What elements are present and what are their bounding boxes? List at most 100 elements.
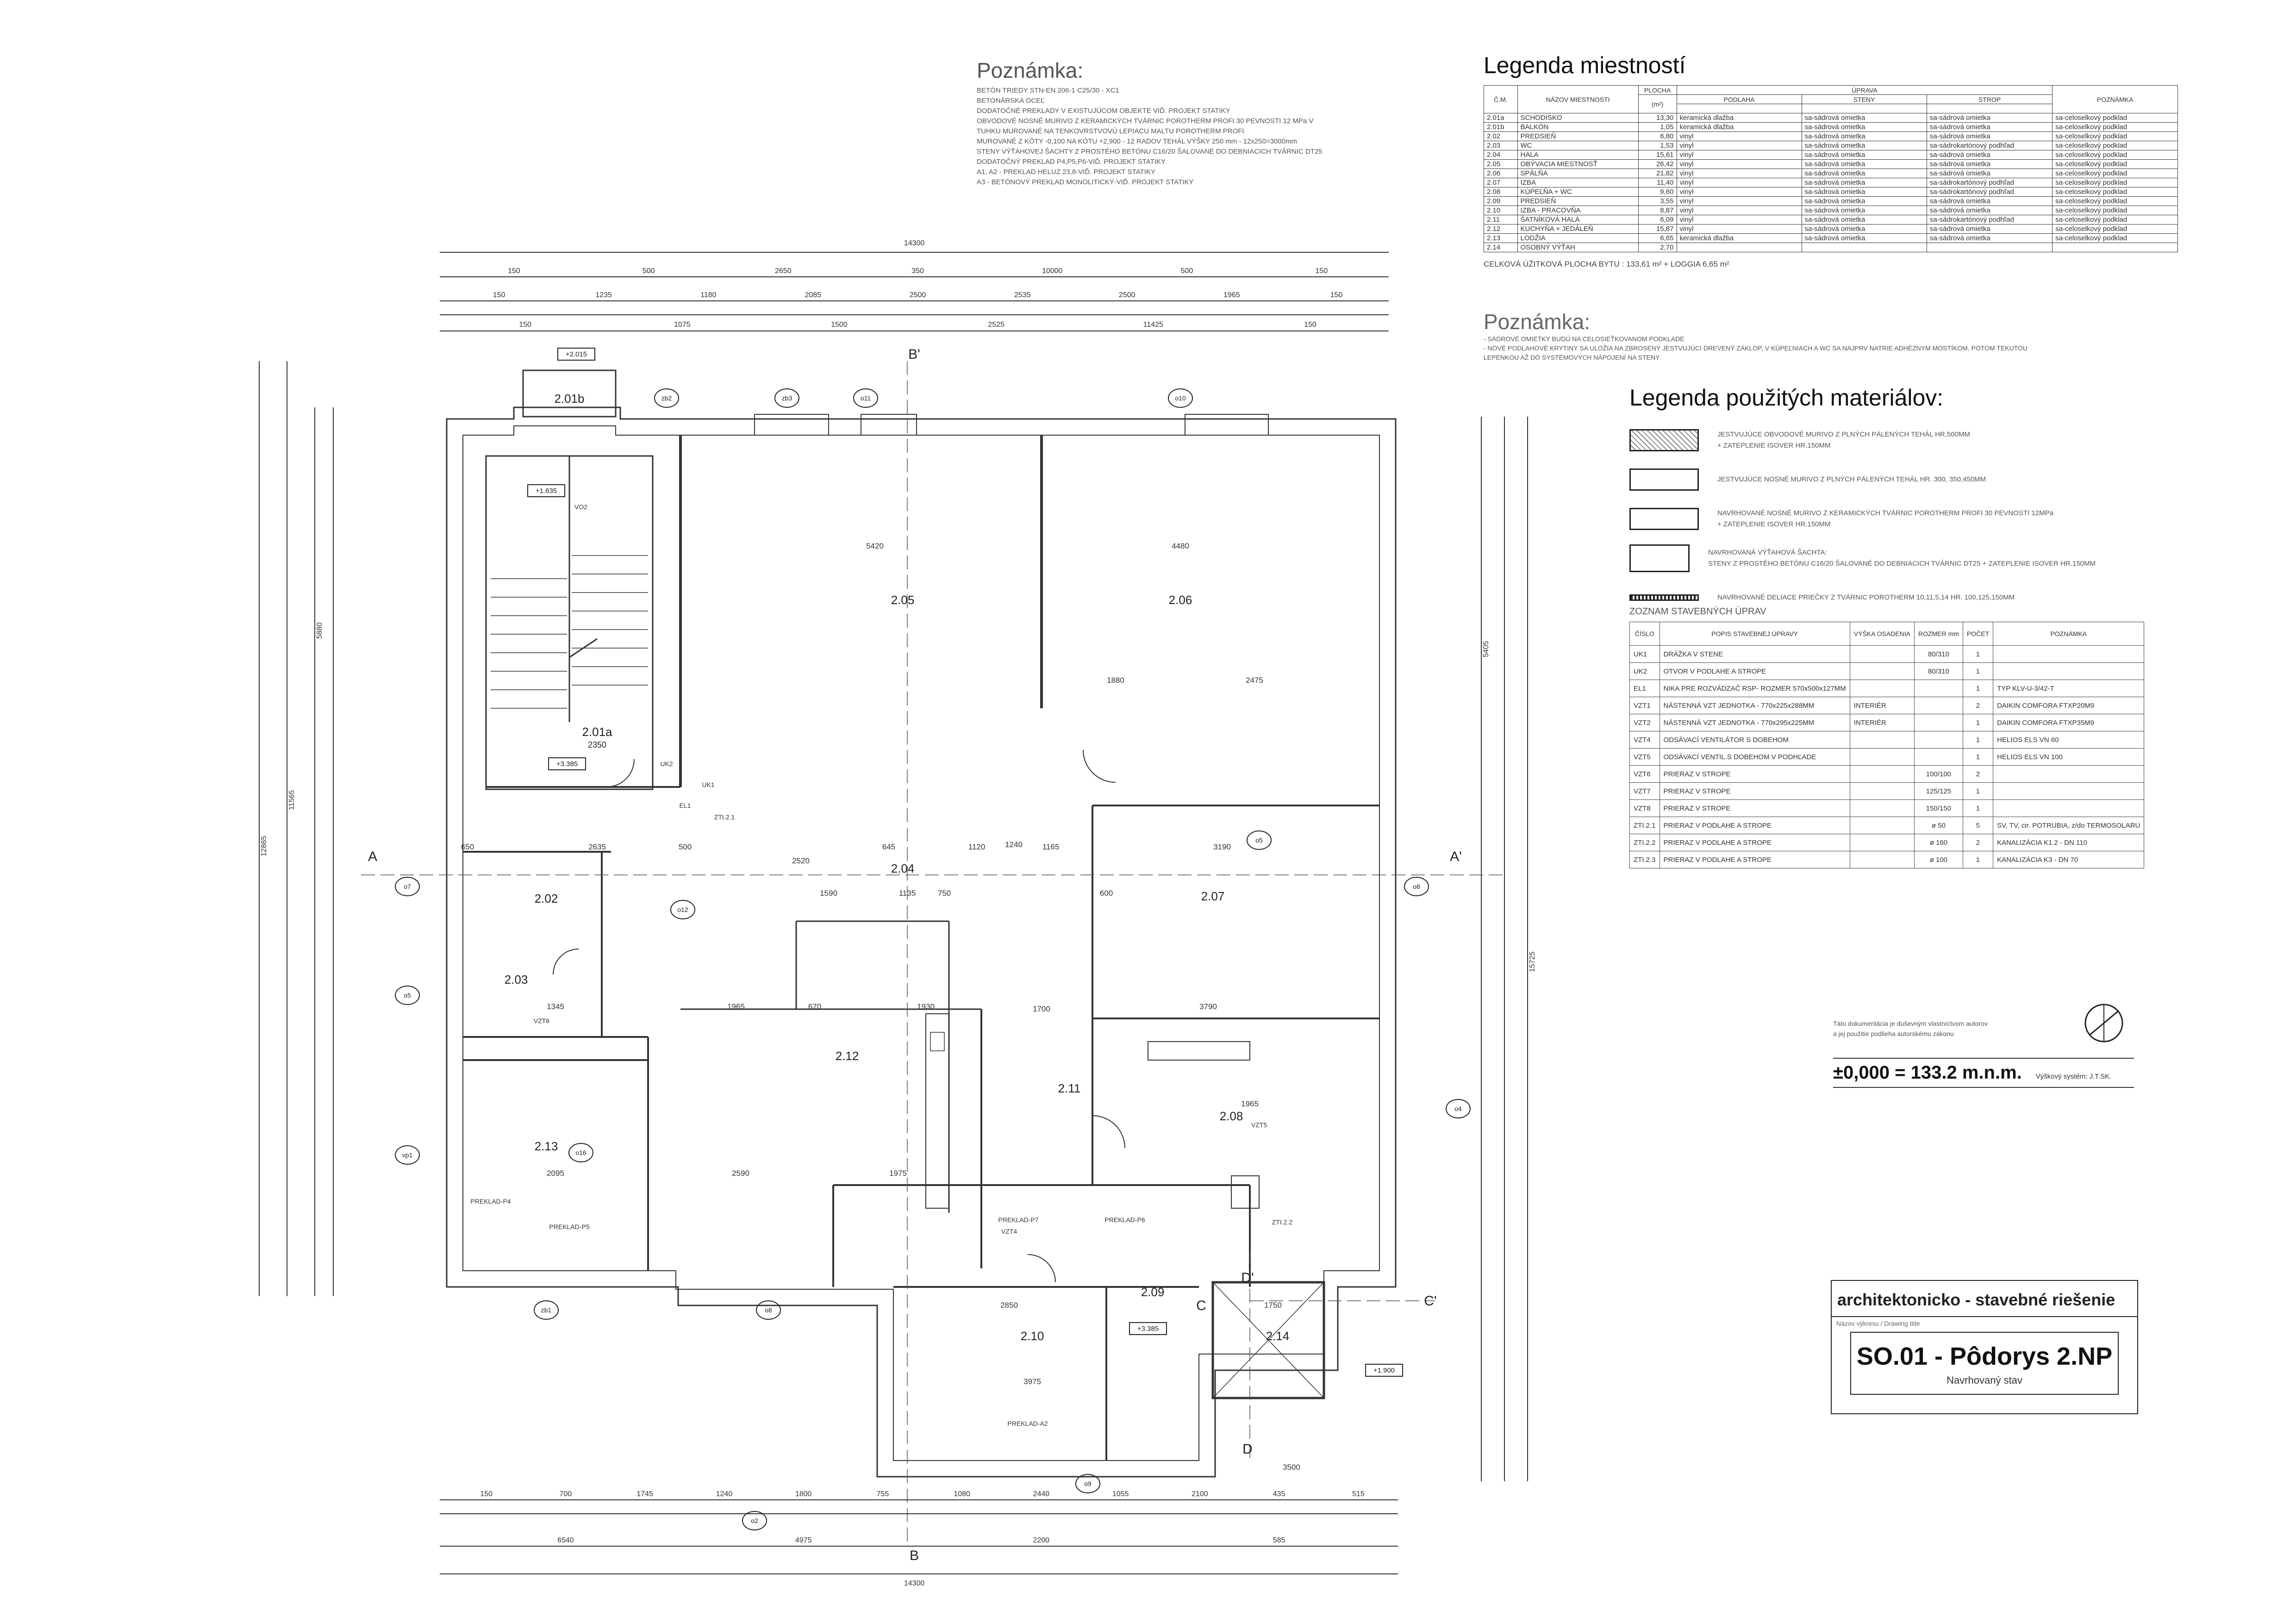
- works-cell-count: 1: [1962, 782, 1994, 800]
- col-name: NÁZOV MIESTNOSTI: [1517, 85, 1639, 113]
- works-cell-size: [1914, 697, 1963, 714]
- notes-mid-lines: - SÁDROVÉ OMIETKY BUDÚ NA CELOSIEŤKOVANO…: [1484, 334, 2028, 362]
- room-cell-name: SCHODISKO: [1517, 113, 1639, 123]
- works-cell-note: DAIKIN COMFORA FTXP35M9: [1993, 714, 2145, 731]
- level-marker-box: [557, 348, 595, 361]
- room-label-2-06: 2.06: [1169, 593, 1192, 607]
- interior-dim: 2095: [547, 1169, 564, 1178]
- level-marker: +1.635: [536, 487, 557, 495]
- works-cell-note: [1993, 765, 2145, 783]
- room-cell-ceiling: sa-sádrová omietka: [1926, 206, 2053, 215]
- col-ceiling: STROP: [1926, 94, 2053, 104]
- dim-bot1: 435: [1273, 1490, 1285, 1498]
- room-label-2-11: 2.11: [1058, 1081, 1081, 1095]
- works-cell-no: ZTI.2.3: [1629, 851, 1660, 868]
- dim-right-1: 5405: [1482, 641, 1490, 657]
- room-cell-name: PREDSIEŇ: [1517, 196, 1639, 206]
- axis-bubble-label: o5: [404, 992, 411, 999]
- room-cell-floor: vinyl: [1676, 131, 1802, 141]
- room-cell-ceiling: sa-sádrová omietka: [1926, 233, 2053, 243]
- materials-legend: Legenda použitých materiálov: JESTVUJÚCE…: [1629, 384, 2096, 617]
- dim-right-total: 15725: [1529, 951, 1536, 972]
- works-cell-desc: OTVOR V PODLAHE A STROPE: [1659, 662, 1850, 680]
- level-marker: +2.015: [566, 350, 587, 358]
- room-cell-no: 2.02: [1484, 131, 1518, 141]
- level-marker: +3.385: [1137, 1325, 1159, 1333]
- works-cell-count: 1: [1962, 731, 1994, 749]
- room-label-2-02: 2.02: [535, 892, 558, 905]
- material-swatch: [1629, 594, 1699, 601]
- room-cell-no: 2.01a: [1484, 113, 1518, 123]
- room-cell-area: 15,61: [1638, 150, 1677, 160]
- works-cell-desc: PRIERAZ V PODLAHE A STROPE: [1659, 851, 1850, 868]
- material-swatch: [1629, 468, 1699, 491]
- plan-label: PREKLAD-P6: [1104, 1216, 1145, 1223]
- room-cell-ceiling: sa-sádrokartónový podhľad: [1926, 187, 2053, 197]
- works-cell-desc: ODSÁVACÍ VENTIL.S DOBEHOM V PODHĽADE: [1659, 748, 1850, 766]
- section-marker: D': [1241, 1270, 1254, 1286]
- total-area: CELKOVÁ ÚŽITKOVÁ PLOCHA BYTU : 133,61 m²…: [1484, 260, 1729, 268]
- section-marker: D: [1242, 1442, 1253, 1457]
- axis-bubble-label: zb2: [661, 394, 672, 402]
- material-swatch: [1629, 429, 1699, 451]
- interior-dim: 500: [679, 843, 692, 851]
- works-cell-height: [1849, 799, 1915, 817]
- plan-label: ZTI.2.2: [1272, 1218, 1293, 1226]
- works-cell-note: [1993, 662, 2145, 680]
- room-cell-name: BALKÓN: [1517, 122, 1639, 132]
- room-cell-note: sa-celoselkový podklad: [2052, 233, 2178, 243]
- notes-mid-title: Poznámka:: [1484, 310, 1591, 334]
- works-col-height: VÝŠKA OSADENIA: [1849, 622, 1915, 646]
- room-cell-area: 13,30: [1638, 113, 1677, 123]
- interior-dim: 1700: [1033, 1005, 1050, 1013]
- interior-dim: 1975: [889, 1169, 907, 1178]
- axis-bubble-icon: [756, 1300, 781, 1320]
- section-marker: C': [1424, 1293, 1436, 1309]
- room-cell-floor: keramická dlažba: [1676, 233, 1802, 243]
- room-cell-name: IZBA - PRACOVŇA: [1517, 206, 1639, 215]
- dim-left-2: 11565: [288, 790, 296, 810]
- room-cell-note: sa-celoselkový podklad: [2052, 196, 2178, 206]
- room-cell-area: 6,65: [1638, 233, 1677, 243]
- interior-dim: 670: [808, 1002, 821, 1011]
- room-cell-walls: sa-sádrová omietka: [1801, 233, 1927, 243]
- works-cell-size: 150/150: [1914, 799, 1963, 817]
- works-cell-desc: NÁSTENNÁ VZT JEDNOTKA - 770x225x288MM: [1659, 697, 1850, 714]
- works-cell-desc: ODSÁVACÍ VENTILÁTOR S DOBEHOM: [1659, 731, 1850, 749]
- room-cell-no: 2.13: [1484, 233, 1518, 243]
- room-label-2-09: 2.09: [1141, 1285, 1165, 1299]
- interior-dim: 2590: [732, 1169, 749, 1178]
- interior-dim: 3790: [1199, 1002, 1217, 1011]
- room-cell-name: LODŽIA: [1517, 233, 1639, 243]
- dim-top4: 11425: [1143, 321, 1163, 329]
- works-cell-size: [1914, 731, 1963, 749]
- col-floor: PODLAHA: [1676, 94, 1802, 104]
- room-cell-no: 2.14: [1484, 243, 1518, 252]
- dim-top4: 150: [519, 321, 531, 329]
- room-cell-name: KÚPEĽŇA + WC: [1517, 187, 1639, 197]
- note-line: DODATOČNÉ PREKLADY V EXISTUJÚCOM OBJEKTE…: [977, 107, 1230, 115]
- works-cell-height: [1849, 834, 1915, 851]
- material-item: JESTVUJÚCE OBVODOVÉ MURIVO Z PLNÝCH PÁLE…: [1629, 420, 2096, 460]
- dim-top2: 2535: [1014, 291, 1031, 299]
- plan-label: PREKLAD-P4: [470, 1198, 511, 1205]
- note-line: BETÓN TRIEDY STN-EN 206-1 C25/30 - XC1: [977, 87, 1119, 94]
- col-finish: ÚPRAVA: [1676, 85, 2053, 95]
- works-cell-note: TYP KLV-U-3/42-T: [1993, 680, 2145, 697]
- dim-top1: 2650: [775, 267, 792, 275]
- drawing-subtitle: Navrhovaný stav: [1947, 1374, 2022, 1386]
- material-item: NAVRHOVANÉ DELIACE PRIEČKY Z TVÁRNIC POR…: [1629, 578, 2096, 617]
- works-cell-desc: NIKA PRE ROZVÁDZAČ RSP- ROZMER 570x500x1…: [1659, 680, 1850, 697]
- room-cell-ceiling: sa-sádrová omietka: [1926, 122, 2053, 132]
- room-cell-floor: vinyl: [1676, 159, 1802, 169]
- materials-title: Legenda použitých materiálov:: [1629, 385, 1944, 411]
- room-cell-walls: sa-sádrová omietka: [1801, 122, 1927, 132]
